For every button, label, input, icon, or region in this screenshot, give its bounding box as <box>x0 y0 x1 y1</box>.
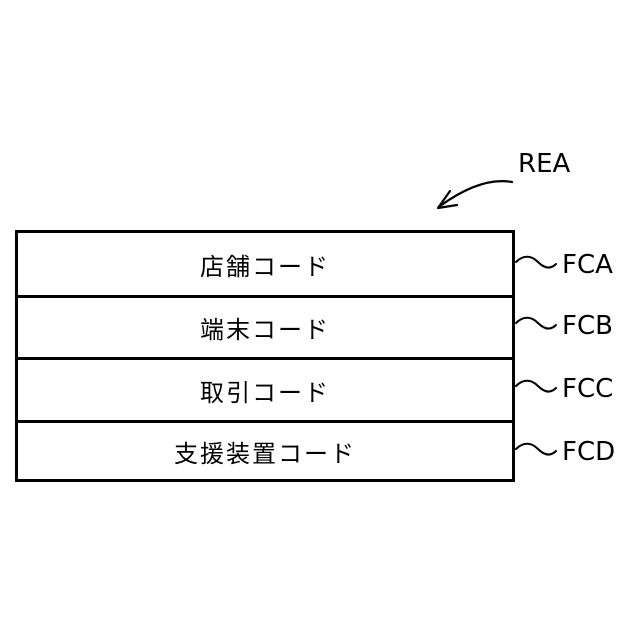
field-tag-fcb: FCB <box>562 313 613 339</box>
record-table: 店舗コード 端末コード 取引コード 支援装置コード <box>15 230 515 482</box>
field-label: 店舗コード <box>200 247 330 282</box>
field-support-device-code: 支援装置コード <box>18 420 512 479</box>
record-pointer-arrowhead <box>438 191 457 208</box>
leader-line-fcd <box>516 444 556 455</box>
field-terminal-code: 端末コード <box>18 295 512 357</box>
field-label: 取引コード <box>200 373 330 408</box>
leader-line-fcb <box>516 318 556 329</box>
field-transaction-code: 取引コード <box>18 357 512 420</box>
field-tag-fcd: FCD <box>562 439 615 465</box>
field-label: 支援装置コード <box>174 434 356 469</box>
leader-line-fca <box>516 257 556 268</box>
record-pointer-arrow <box>440 181 512 206</box>
field-tag-fca: FCA <box>562 252 613 278</box>
field-label: 端末コード <box>200 310 330 345</box>
field-store-code: 店舗コード <box>18 233 512 295</box>
field-tag-fcc: FCC <box>562 376 613 402</box>
record-label: REA <box>518 151 570 177</box>
leader-line-fcc <box>516 381 556 392</box>
